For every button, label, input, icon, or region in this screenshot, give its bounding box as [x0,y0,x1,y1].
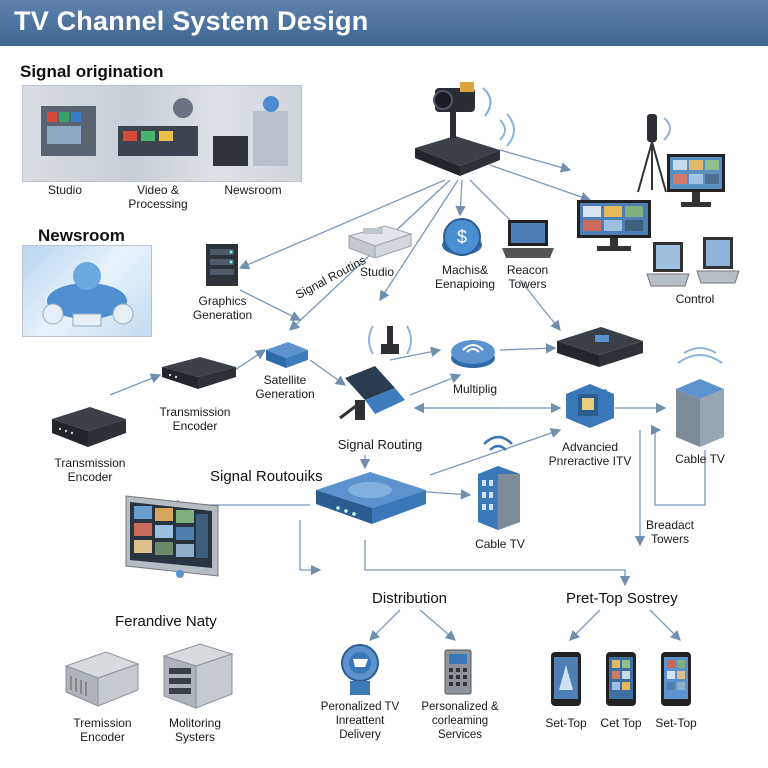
laptop-icon [645,240,690,292]
label-reacon: Reacon Towers [506,263,549,291]
interactive-tv-node-icon [560,380,620,430]
label-video-processing: Video & Processing [128,183,188,211]
tablet-device-icon [604,650,638,708]
title-bar: TV Channel System Design [0,0,768,46]
delivery-node-icon [338,643,382,698]
antenna-icon [365,318,415,363]
cable-building-icon [474,430,524,530]
monitor-icon [665,152,727,212]
cable-tv-box-icon [670,345,730,450]
studio-console-icon [345,218,415,259]
monitor-wall-icon [122,492,222,592]
tablet-device-icon [549,650,583,708]
label-personalized-delivery: Peronalized TV Inreattent Delivery [320,701,400,741]
label-newsroom-top: Newsroom [224,183,282,197]
label-machis: Machis& Eenapioing [434,263,496,291]
laptop-icon [502,218,554,262]
label-signal-routing: Signal Routing [337,437,423,452]
receiver-box-icon [555,325,645,370]
label-graphics: Graphics Generation [192,294,253,322]
page-title: TV Channel System Design [14,6,369,36]
tablet-device-icon [659,650,693,708]
monitoring-server-icon [160,640,235,710]
label-molitoring: Molitoring Systers [168,716,222,744]
label-transmission-encoder-mid: Transmission Encoder [159,405,231,433]
laptop-icon [695,235,740,290]
broadcast-camera-icon [405,78,505,178]
section-signal-origination: Signal origination [20,62,164,81]
label-breadact: Breadact Towers [645,518,695,546]
label-tremission: Tremission Encoder [73,716,132,744]
svg-text:$: $ [457,227,467,247]
label-set-top-3: Set-Top [655,716,697,730]
encoder-box-icon [160,355,238,391]
label-set-top-1: Set-Top [545,716,587,730]
router-hub-icon [310,468,430,528]
newsroom-photo [22,245,152,337]
wifi-icon [495,110,525,150]
wireless-router-icon [448,330,498,370]
section-newsroom: Newsroom [38,226,125,245]
monitor-icon [575,198,653,254]
section-signal-routing-mid: Signal Routouiks [210,468,323,485]
label-cable-tv-right: Cable TV [675,452,725,466]
label-studio-top: Studio [47,183,83,197]
server-rack-icon [200,242,245,288]
section-pret-top: Pret-Top Sostrey [566,590,678,607]
streaming-device-icon [443,648,473,696]
label-satellite: Satellite Generation [255,373,315,401]
label-cable-tv-center: Cable TV [475,537,525,551]
satellite-dish-icon [335,358,415,428]
tripod-camera-icon [632,110,682,195]
label-multiplig: Multiplig [452,382,497,396]
label-studio-mid: Studio [359,265,395,279]
label-personalized-streaming: Personalized & corleaming Services [421,701,499,741]
label-advanced: Advancied Pnreractive ITV [548,440,632,468]
payment-node-icon: $ [440,215,484,259]
encoder-box-icon [62,648,142,708]
label-control: Control [675,292,715,306]
signal-origination-photo [22,85,302,182]
label-set-top-2: Cet Top [600,716,642,730]
encoder-box-icon [50,405,128,449]
section-ferandive: Ferandive Naty [115,613,217,630]
label-transmission-encoder-left: Transmission Encoder [54,456,126,484]
section-distribution: Distribution [372,590,448,607]
satellite-encoder-icon [262,338,312,370]
